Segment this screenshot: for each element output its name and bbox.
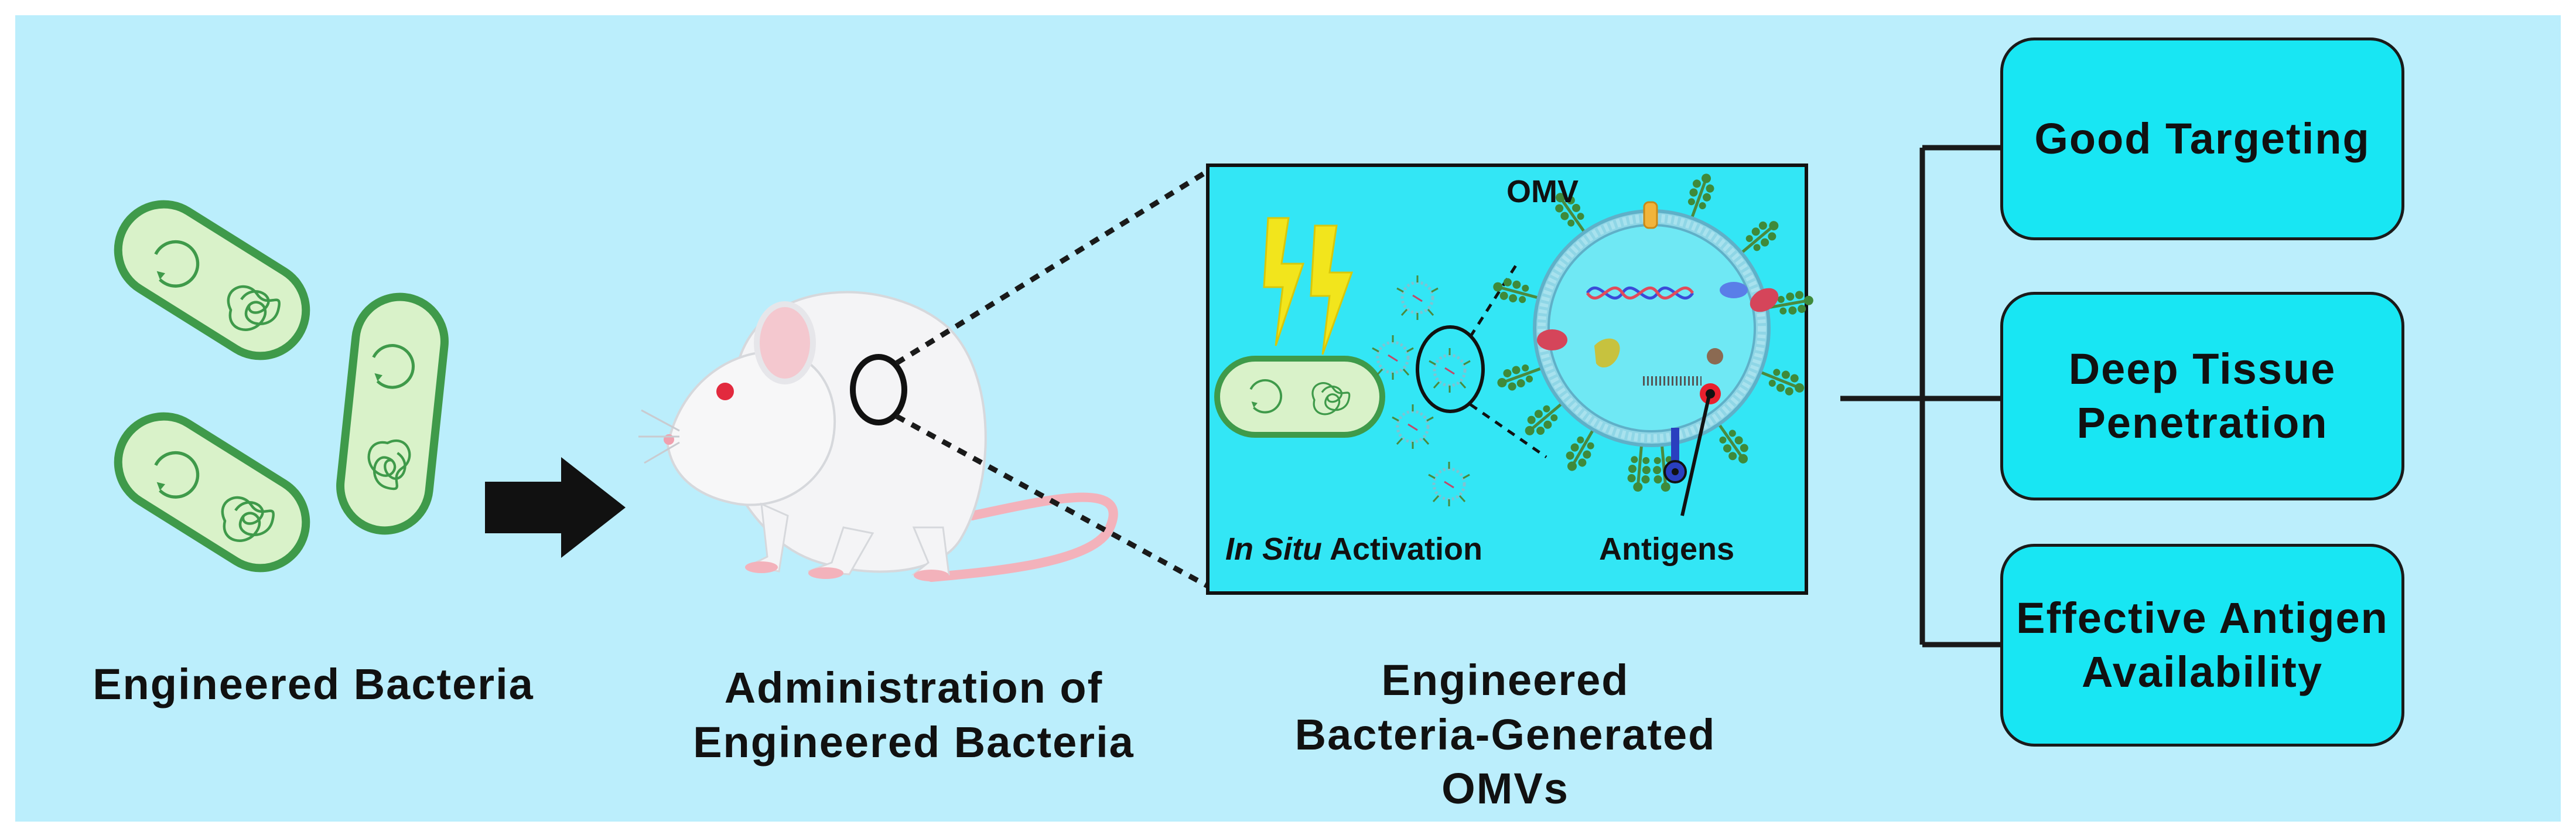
zoom-line-bottom: [894, 414, 1210, 588]
zoom-line-top: [894, 169, 1210, 366]
omv-label: OMV: [1506, 174, 1579, 209]
omv-vesicle-icon: [1491, 170, 1815, 516]
bacteria-icon: [1214, 356, 1385, 438]
benefit-effective-antigen-availability: Effective Antigen Availability: [2000, 544, 2404, 747]
in-situ-italic: In Situ: [1225, 532, 1322, 567]
arrow-right-icon: [485, 457, 626, 558]
bacteria-icon: [336, 292, 449, 535]
mouse-icon: [638, 291, 1118, 582]
bacteria-icon: [114, 200, 310, 360]
antigens-label: Antigens: [1599, 532, 1735, 567]
activation-text: Activation: [1321, 532, 1483, 567]
bacteria-icon: [114, 412, 310, 573]
omvs-label: Engineered Bacteria-Generated OMVs: [1294, 656, 1716, 813]
lightning-icon: [1263, 217, 1305, 346]
administration-label: Administration of Engineered Bacteria: [693, 663, 1135, 767]
benefit-deep-tissue-penetration: Deep Tissue Penetration: [2000, 292, 2404, 500]
in-situ-activation-label: In Situ Activation: [1225, 531, 1482, 567]
benefit-good-targeting: Good Targeting: [2000, 38, 2404, 240]
zoom-circle: [1416, 325, 1485, 413]
lightning-icon: [1310, 224, 1354, 355]
antigen-icon: [1663, 383, 1721, 483]
benefit-bracket: [1840, 145, 2000, 648]
engineered-bacteria-label: Engineered Bacteria: [93, 660, 534, 708]
